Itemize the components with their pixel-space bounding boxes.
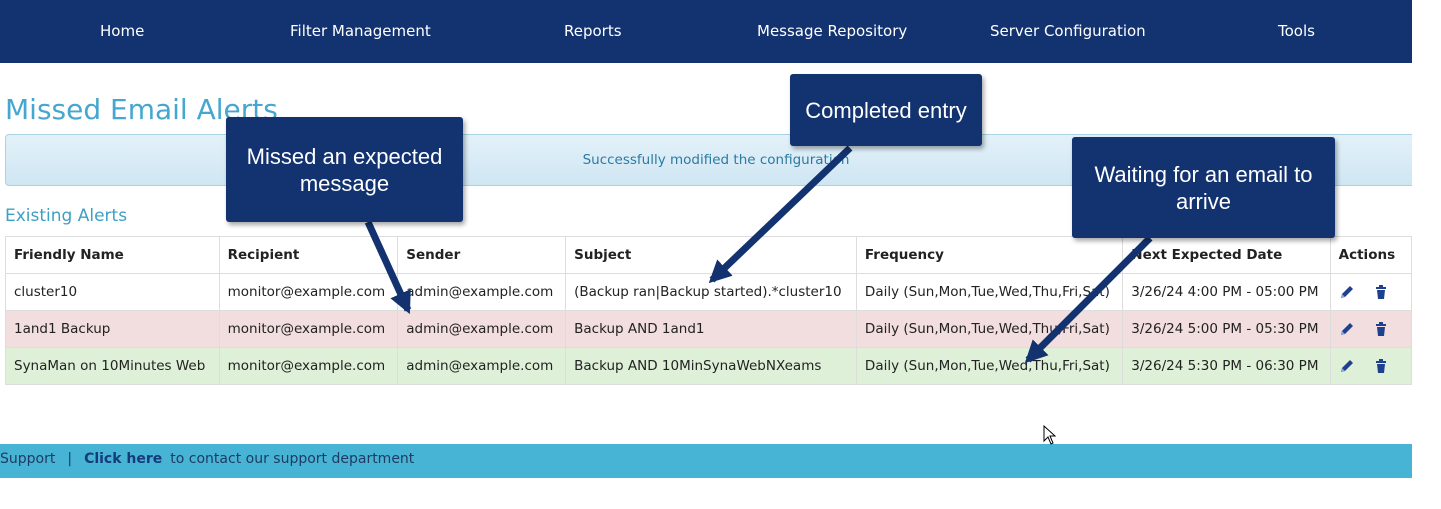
- success-alert-text: Successfully modified the configuration: [582, 152, 850, 168]
- recipient-cell: monitor@example.com: [218, 310, 399, 348]
- sender-cell: admin@example.com: [397, 310, 567, 348]
- column-header[interactable]: Frequency: [855, 236, 1124, 274]
- column-header[interactable]: Sender: [397, 236, 567, 274]
- next-expected-cell: 3/26/24 5:30 PM - 06:30 PM: [1122, 347, 1331, 385]
- nav-message-repository[interactable]: Message Repository: [757, 22, 908, 40]
- next-expected-cell: 3/26/24 4:00 PM - 05:00 PM: [1122, 273, 1331, 311]
- page: Home Filter Management Reports Message R…: [0, 0, 1412, 478]
- table-row: 1and1 Backup monitor@example.com admin@e…: [5, 310, 1412, 348]
- nav-home[interactable]: Home: [100, 22, 145, 40]
- callout-waiting: Waiting for an email to arrive: [1072, 137, 1335, 238]
- pencil-icon[interactable]: [1339, 321, 1355, 337]
- subject-cell: Backup AND 1and1: [565, 310, 857, 348]
- callout-waiting-text: Waiting for an email to arrive: [1094, 161, 1313, 214]
- torn-edge-right: [1412, 0, 1441, 509]
- callout-completed-text: Completed entry: [805, 97, 967, 123]
- subject-cell: Backup AND 10MinSynaWebNXeams: [565, 347, 857, 385]
- friendly-name-cell: 1and1 Backup: [5, 310, 220, 348]
- column-header[interactable]: Friendly Name: [5, 236, 220, 274]
- top-navbar: Home Filter Management Reports Message R…: [0, 0, 1412, 63]
- table-row: cluster10 monitor@example.com admin@exam…: [5, 273, 1412, 311]
- recipient-cell: monitor@example.com: [218, 347, 399, 385]
- nav-tools[interactable]: Tools: [1278, 22, 1315, 40]
- nav-reports[interactable]: Reports: [564, 22, 622, 40]
- friendly-name-cell: SynaMan on 10Minutes Web: [5, 347, 220, 385]
- trash-icon[interactable]: [1373, 321, 1389, 337]
- section-title: Existing Alerts: [5, 206, 128, 226]
- nav-filter-management[interactable]: Filter Management: [290, 22, 431, 40]
- actions-cell: [1329, 347, 1412, 385]
- frequency-cell: Daily (Sun,Mon,Tue,Wed,Thu,Fri,Sat): [855, 347, 1124, 385]
- footer-text: to contact our support department: [170, 451, 415, 467]
- frequency-cell: Daily (Sun,Mon,Tue,Wed,Thu,Fri,Sat): [855, 310, 1124, 348]
- table-row: SynaMan on 10Minutes Web monitor@example…: [5, 347, 1412, 385]
- friendly-name-cell: cluster10: [5, 273, 220, 311]
- column-header[interactable]: Subject: [565, 236, 857, 274]
- torn-edge-bottom: [0, 478, 1441, 509]
- sender-cell: admin@example.com: [397, 273, 567, 311]
- callout-missed: Missed an expected message: [226, 117, 463, 222]
- support-link[interactable]: Click here: [84, 451, 163, 467]
- frequency-cell: Daily (Sun,Mon,Tue,Wed,Thu,Fri,Sat): [855, 273, 1124, 311]
- footer-bar: Support | Click here to contact our support…: [0, 444, 1412, 478]
- pencil-icon[interactable]: [1339, 284, 1355, 300]
- footer-support-label: Support: [0, 451, 56, 467]
- actions-cell: [1329, 273, 1412, 311]
- column-header[interactable]: Next Expected Date: [1122, 236, 1331, 274]
- mouse-pointer-icon: [1043, 425, 1057, 445]
- recipient-cell: monitor@example.com: [218, 273, 399, 311]
- actions-cell: [1329, 310, 1412, 348]
- sender-cell: admin@example.com: [397, 347, 567, 385]
- table-header-row: Friendly Name Recipient Sender Subject F…: [5, 236, 1412, 274]
- column-header[interactable]: Recipient: [218, 236, 399, 274]
- footer-separator: |: [67, 451, 73, 467]
- alerts-table: Friendly Name Recipient Sender Subject F…: [5, 236, 1412, 385]
- column-header: Actions: [1329, 236, 1412, 274]
- callout-missed-text: Missed an expected message: [246, 143, 443, 196]
- trash-icon[interactable]: [1373, 358, 1389, 374]
- nav-server-configuration[interactable]: Server Configuration: [990, 22, 1146, 40]
- next-expected-cell: 3/26/24 5:00 PM - 05:30 PM: [1122, 310, 1331, 348]
- trash-icon[interactable]: [1373, 284, 1389, 300]
- pencil-icon[interactable]: [1339, 358, 1355, 374]
- callout-completed: Completed entry: [790, 74, 982, 146]
- subject-cell: (Backup ran|Backup started).*cluster10: [565, 273, 857, 311]
